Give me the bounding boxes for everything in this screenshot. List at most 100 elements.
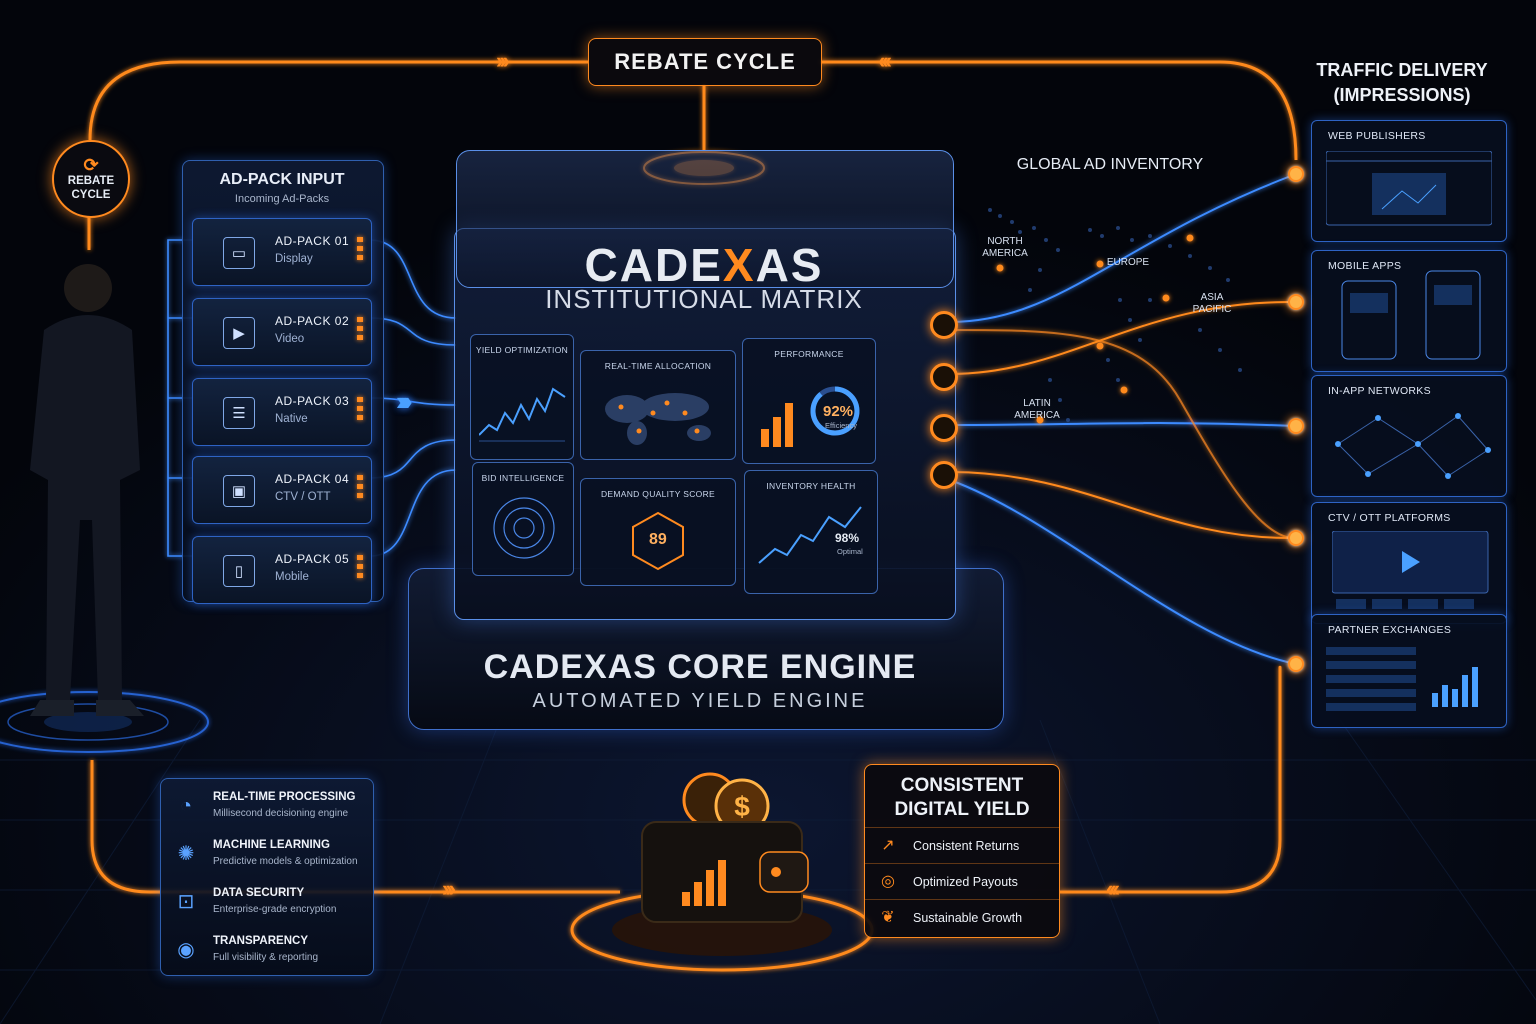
input-flow-arrow-icon: ››››: [396, 386, 412, 416]
channel-label: WEB PUBLISHERS: [1328, 130, 1426, 142]
flow-arrow-left-icon: ‹‹‹: [1106, 876, 1120, 901]
ad-pack-02[interactable]: ▶ AD-PACK 02 Video: [192, 298, 372, 366]
status-leds: [357, 475, 363, 502]
output-port-2: [930, 363, 958, 391]
digital-yield-title-line1: CONSISTENT: [900, 775, 1024, 796]
features-panel: ◔ REAL-TIME PROCESSING Millisecond decis…: [160, 778, 374, 976]
channel-label: CTV / OTT PLATFORMS: [1328, 512, 1451, 524]
channel-partner-exchanges[interactable]: PARTNER EXCHANGES: [1311, 614, 1507, 728]
ad-pack-05[interactable]: ▯ AD-PACK 05 Mobile: [192, 536, 372, 604]
region-latin-america: LATIN AMERICA: [1004, 398, 1070, 422]
channel-label: IN-APP NETWORKS: [1328, 385, 1431, 397]
yield-item-consistent-returns: ↗ Consistent Returns: [865, 827, 1059, 864]
region-europe: EUROPE: [1106, 257, 1150, 268]
ad-pack-name: AD-PACK 01: [275, 234, 350, 248]
matrix-brand: CADEXAS: [454, 238, 954, 292]
rebate-cycle-badge: ⟳ REBATE CYCLE: [52, 140, 130, 218]
tile-inventory-health[interactable]: INVENTORY HEALTH 98% Optimal: [744, 470, 878, 594]
lock-icon: ⊡: [177, 891, 195, 913]
phone-icon: ▯: [223, 555, 255, 587]
status-leds: [357, 317, 363, 344]
wallet-icon: $: [641, 772, 809, 923]
feature-title: TRANSPARENCY: [213, 935, 308, 947]
region-north-america: NORTH AMERICA: [970, 236, 1040, 260]
status-leds: [357, 555, 363, 582]
ad-pack-name: AD-PACK 03: [275, 394, 350, 408]
matrix-cube-top: [456, 150, 954, 288]
traffic-delivery-title: TRAFFIC DELIVERY (IMPRESSIONS): [1302, 58, 1502, 108]
ad-pack-04[interactable]: ▣ AD-PACK 04 CTV / OTT: [192, 456, 372, 524]
region-label: LATIN: [1023, 398, 1051, 409]
yield-item-optimized-payouts: ◎ Optimized Payouts: [865, 863, 1059, 900]
channel-label: MOBILE APPS: [1328, 260, 1402, 272]
output-port-4: [930, 461, 958, 489]
hexagon-graphic: [632, 511, 684, 571]
feature-machine-learning: ✺ MACHINE LEARNING Predictive models & o…: [173, 837, 369, 881]
svg-text:$: $: [734, 791, 750, 822]
feature-real-time-processing: ◔ REAL-TIME PROCESSING Millisecond decis…: [173, 789, 369, 833]
refresh-icon: ⟳: [83, 155, 99, 175]
ad-pack-01[interactable]: ▭ AD-PACK 01 Display: [192, 218, 372, 286]
brain-icon: ✺: [177, 843, 195, 865]
delivery-node-4: [1288, 530, 1304, 546]
tv-icon: ▣: [223, 475, 255, 507]
article-icon: ☰: [223, 397, 255, 429]
matrix-subtitle: INSTITUTIONAL MATRIX: [545, 284, 863, 314]
tile-demand-quality-score[interactable]: DEMAND QUALITY SCORE 89: [580, 478, 736, 586]
flow-arrow-left-icon: ‹‹‹: [878, 48, 892, 73]
feature-desc: Millisecond decisioning engine: [213, 808, 349, 819]
tile-performance[interactable]: PERFORMANCE 92% Efficiency: [742, 338, 876, 464]
delivery-node-5: [1288, 656, 1304, 672]
delivery-node-2: [1288, 294, 1304, 310]
network-graph-icon: [1335, 413, 1491, 479]
ad-pack-type: Video: [275, 333, 305, 345]
ad-pack-input-title: AD-PACK INPUT: [219, 171, 345, 188]
performance-value: 92%: [823, 403, 854, 420]
tile-title: INVENTORY HEALTH: [766, 481, 856, 491]
browser-window-icon: [1326, 151, 1492, 226]
digital-yield-title-line2: DIGITAL YIELD: [894, 799, 1030, 820]
yield-line-chart: [479, 387, 566, 442]
channel-web-publishers[interactable]: WEB PUBLISHERS: [1311, 120, 1507, 242]
status-leds: [357, 397, 363, 424]
ad-pack-name: AD-PACK 04: [275, 472, 350, 486]
rebate-cycle-title-text: REBATE CYCLE: [614, 49, 796, 74]
feature-title: REAL-TIME PROCESSING: [213, 791, 356, 803]
region-asia-pacific: ASIA PACIFIC: [1182, 292, 1242, 316]
region-label: AMERICA: [982, 248, 1028, 259]
digital-yield-panel: CONSISTENT DIGITAL YIELD ↗ Consistent Re…: [864, 764, 1060, 938]
target-icon: ◎: [881, 873, 895, 890]
yield-item-label: Optimized Payouts: [913, 875, 1018, 889]
tile-bid-intelligence[interactable]: BID INTELLIGENCE: [472, 462, 574, 576]
speedometer-icon: ◔: [179, 795, 193, 817]
mobile-devices-icon: [1341, 270, 1481, 360]
tile-title: YIELD OPTIMIZATION: [475, 345, 569, 355]
feature-desc: Full visibility & reporting: [213, 952, 319, 963]
exchange-dashboard-icon: [1326, 647, 1478, 711]
digital-yield-title: CONSISTENT DIGITAL YIELD: [865, 774, 1059, 822]
tile-real-time-allocation[interactable]: REAL-TIME ALLOCATION: [580, 350, 736, 460]
allocation-map: [605, 393, 711, 445]
ad-pack-input-subtitle: Incoming Ad-Packs: [234, 193, 330, 205]
flow-arrow-right-icon: ›››: [442, 876, 456, 901]
yield-item-label: Consistent Returns: [913, 839, 1020, 853]
channel-mobile-apps[interactable]: MOBILE APPS: [1311, 250, 1507, 372]
feature-desc: Enterprise-grade encryption: [213, 904, 337, 915]
chart-up-icon: ↗: [881, 837, 895, 854]
tile-yield-optimization[interactable]: YIELD OPTIMIZATION: [470, 334, 574, 460]
feature-transparency: ◉ TRANSPARENCY Full visibility & reporti…: [173, 933, 369, 977]
ad-pack-03[interactable]: ☰ AD-PACK 03 Native: [192, 378, 372, 446]
monitor-icon: ▭: [223, 237, 255, 269]
output-port-3: [930, 414, 958, 442]
channel-in-app-networks[interactable]: IN-APP NETWORKS: [1311, 375, 1507, 497]
feature-desc: Predictive models & optimization: [213, 856, 358, 867]
video-player-icon: [1332, 531, 1489, 609]
yield-item-label: Sustainable Growth: [913, 911, 1023, 925]
radar-graphic: [493, 497, 555, 559]
channel-ctv-ott-platforms[interactable]: CTV / OTT PLATFORMS: [1311, 502, 1507, 624]
inventory-health-value: 98%: [835, 531, 860, 545]
region-label: ASIA: [1200, 292, 1224, 303]
ad-pack-name: AD-PACK 02: [275, 314, 350, 328]
demand-quality-value: 89: [649, 531, 667, 548]
region-label: AMERICA: [1014, 410, 1060, 421]
